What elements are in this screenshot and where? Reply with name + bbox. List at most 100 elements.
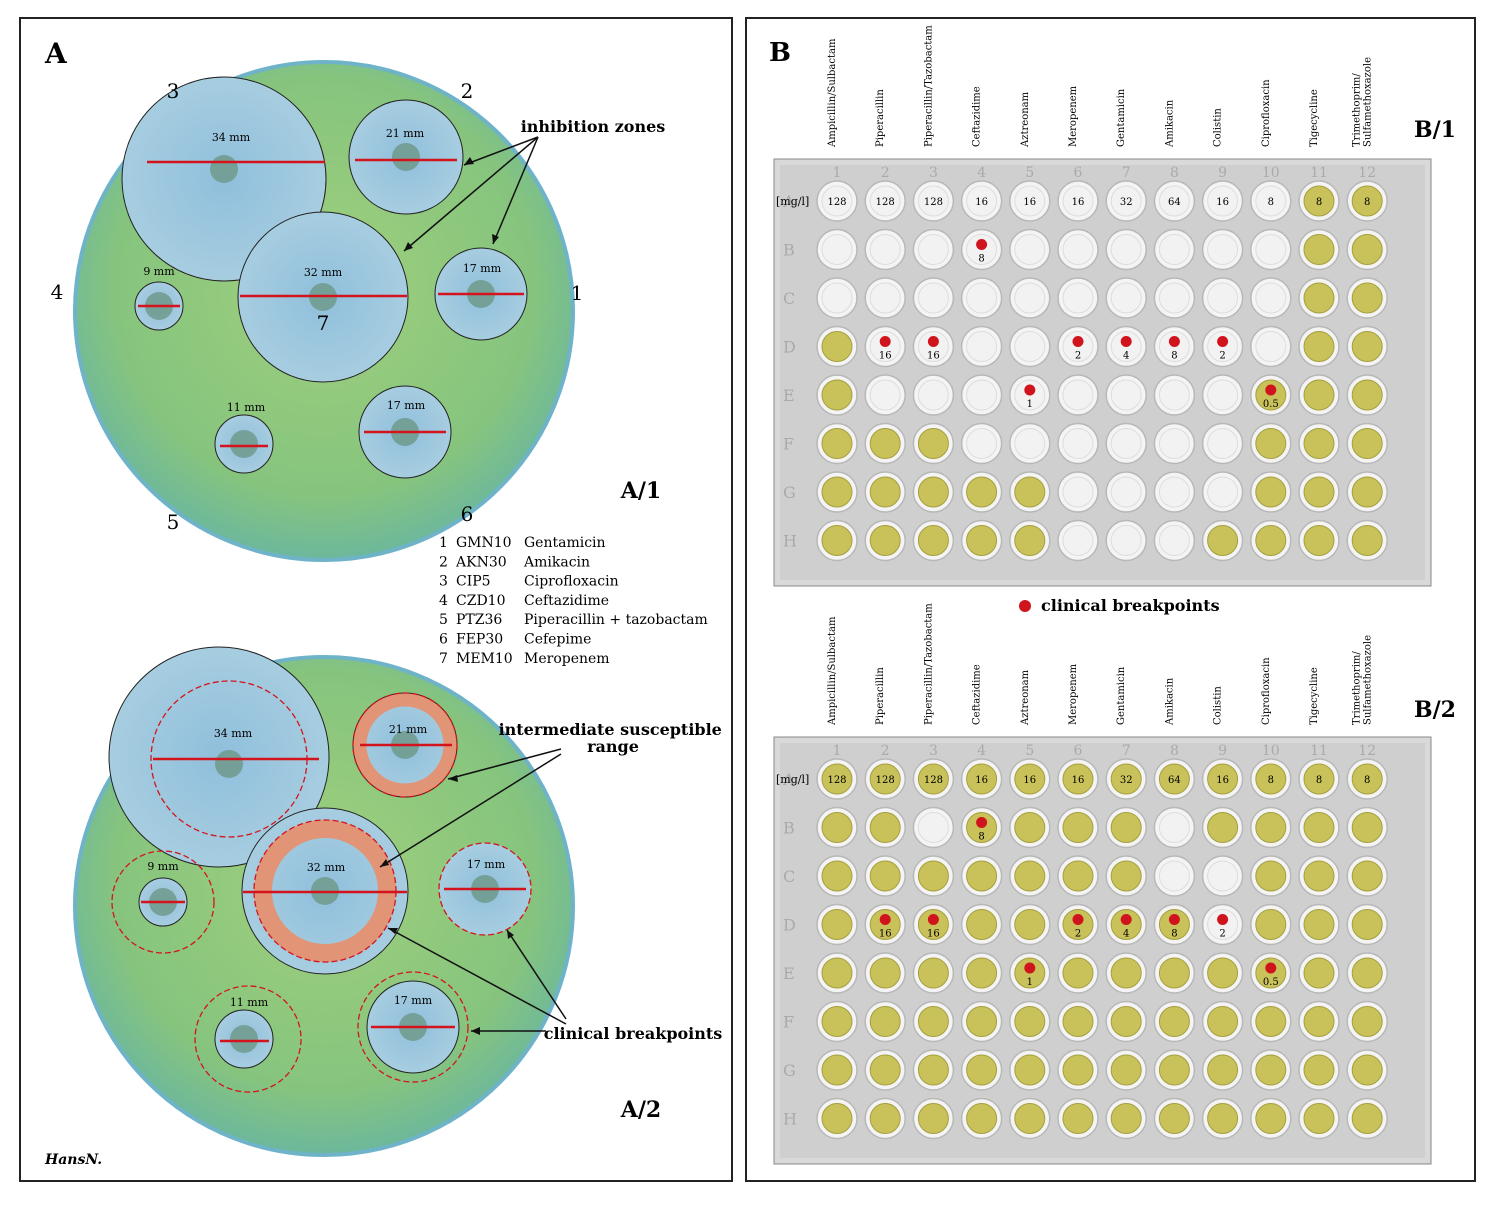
- row-letter: C: [783, 867, 795, 886]
- well: [1158, 282, 1190, 314]
- legend-name: Piperacillin + tazobactam: [524, 612, 708, 628]
- well: [1255, 909, 1287, 940]
- zone-size-2: 21 mm: [389, 723, 428, 736]
- max-concentration: 128: [876, 775, 895, 786]
- breakpoint-value: 16: [927, 351, 940, 362]
- plate-b1-label: B/1: [1414, 117, 1456, 143]
- well: [1351, 379, 1383, 411]
- well: [917, 525, 949, 556]
- zone-size-1: 17 mm: [463, 262, 502, 275]
- breakpoint-value: 2: [1075, 351, 1081, 362]
- well: [1207, 234, 1239, 265]
- well: [1158, 379, 1190, 411]
- well: [966, 909, 998, 940]
- antibiotic-column-header: Ceftazidime: [972, 664, 983, 725]
- legend-number: 1: [439, 535, 448, 551]
- breakpoint-value: 1: [1027, 977, 1033, 988]
- row-letter: F: [783, 435, 794, 454]
- max-concentration: 128: [876, 197, 895, 208]
- well: [1207, 379, 1239, 411]
- well: [1303, 909, 1335, 940]
- well: [821, 909, 853, 940]
- breakpoint-dot: [976, 817, 988, 828]
- breakpoint-value: 8: [1171, 351, 1177, 362]
- legend-number: 5: [439, 612, 448, 628]
- well: [821, 282, 853, 314]
- breakpoint-dot: [927, 336, 939, 347]
- breakpoint-value: 16: [927, 929, 940, 940]
- well: [1110, 1054, 1142, 1086]
- well: [1014, 234, 1046, 265]
- breakpoint-dot: [1265, 384, 1277, 396]
- well: [1255, 428, 1287, 459]
- well: [1255, 282, 1287, 314]
- well: [1351, 860, 1383, 892]
- well: [1158, 185, 1190, 217]
- well: [821, 957, 853, 989]
- plate-a1: 34 mm 21 mm 32 mm 17 mm 9 mm 11 mm 17 mm…: [51, 60, 665, 562]
- column-number: 10: [1262, 165, 1280, 181]
- column-number: 8: [1170, 743, 1179, 759]
- breakpoint-dot: [1024, 384, 1036, 396]
- max-concentration: 8: [1268, 775, 1274, 786]
- column-number: 9: [1218, 743, 1227, 759]
- antibiotic-column-header: Trimethoprim/: [1352, 651, 1363, 725]
- legend-number: 2: [439, 554, 448, 570]
- well: [1207, 812, 1239, 843]
- breakpoint-value: 8: [978, 254, 984, 265]
- well: [1014, 1103, 1046, 1134]
- breakpoint-circle-6: [357, 971, 469, 1083]
- column-number: 6: [1074, 165, 1083, 181]
- plate-b2-label: B/2: [1414, 697, 1456, 723]
- max-concentration: 16: [1072, 197, 1085, 208]
- well: [1062, 860, 1094, 892]
- column-number: 1: [833, 165, 842, 181]
- column-number: 9: [1218, 165, 1227, 181]
- well: [917, 428, 949, 459]
- column-number: 5: [1025, 743, 1034, 759]
- well: [1110, 282, 1142, 314]
- well: [1255, 1103, 1287, 1134]
- legend-name: Ceftazidime: [524, 593, 609, 609]
- well: [1303, 1006, 1335, 1037]
- panel-b-label: B: [769, 38, 791, 68]
- legend-code: AKN30: [455, 554, 507, 570]
- legend-code: CIP5: [456, 574, 491, 590]
- antibiotic-column-header: Tigecycline: [1309, 667, 1320, 725]
- breakpoint-legend: clinical breakpoints: [1019, 596, 1220, 615]
- column-number: 6: [1074, 743, 1083, 759]
- well: [917, 1006, 949, 1037]
- well: [869, 812, 901, 843]
- row-letter: B: [783, 241, 795, 260]
- well: [917, 282, 949, 314]
- row-letter: G: [783, 1061, 796, 1080]
- row-letter: C: [783, 289, 795, 308]
- row-letter: B: [783, 819, 795, 838]
- well: [1014, 1006, 1046, 1037]
- legend-name: Ciprofloxacin: [524, 574, 619, 590]
- panel-a: A: [19, 17, 733, 1182]
- well: [821, 379, 853, 411]
- well: [1062, 1054, 1094, 1086]
- well: [1014, 428, 1046, 459]
- well: [966, 185, 998, 217]
- well: [1062, 1103, 1094, 1134]
- well: [1110, 812, 1142, 843]
- well: [821, 185, 853, 217]
- well: [1014, 1054, 1046, 1086]
- well: [1303, 525, 1335, 556]
- column-number: 8: [1170, 165, 1179, 181]
- disk-number-5: 5: [167, 510, 180, 534]
- antibiotic-column-header: Sulfamethoxazole: [1363, 635, 1374, 725]
- well: [821, 1006, 853, 1037]
- well: [869, 957, 901, 989]
- disk-number-7: 7: [317, 311, 330, 335]
- well: [821, 476, 853, 508]
- disk-3: [215, 750, 243, 778]
- breakpoint-circle-5: [194, 985, 302, 1093]
- well: [869, 282, 901, 314]
- well: [1110, 1006, 1142, 1037]
- well: [1207, 525, 1239, 556]
- well: [966, 525, 998, 556]
